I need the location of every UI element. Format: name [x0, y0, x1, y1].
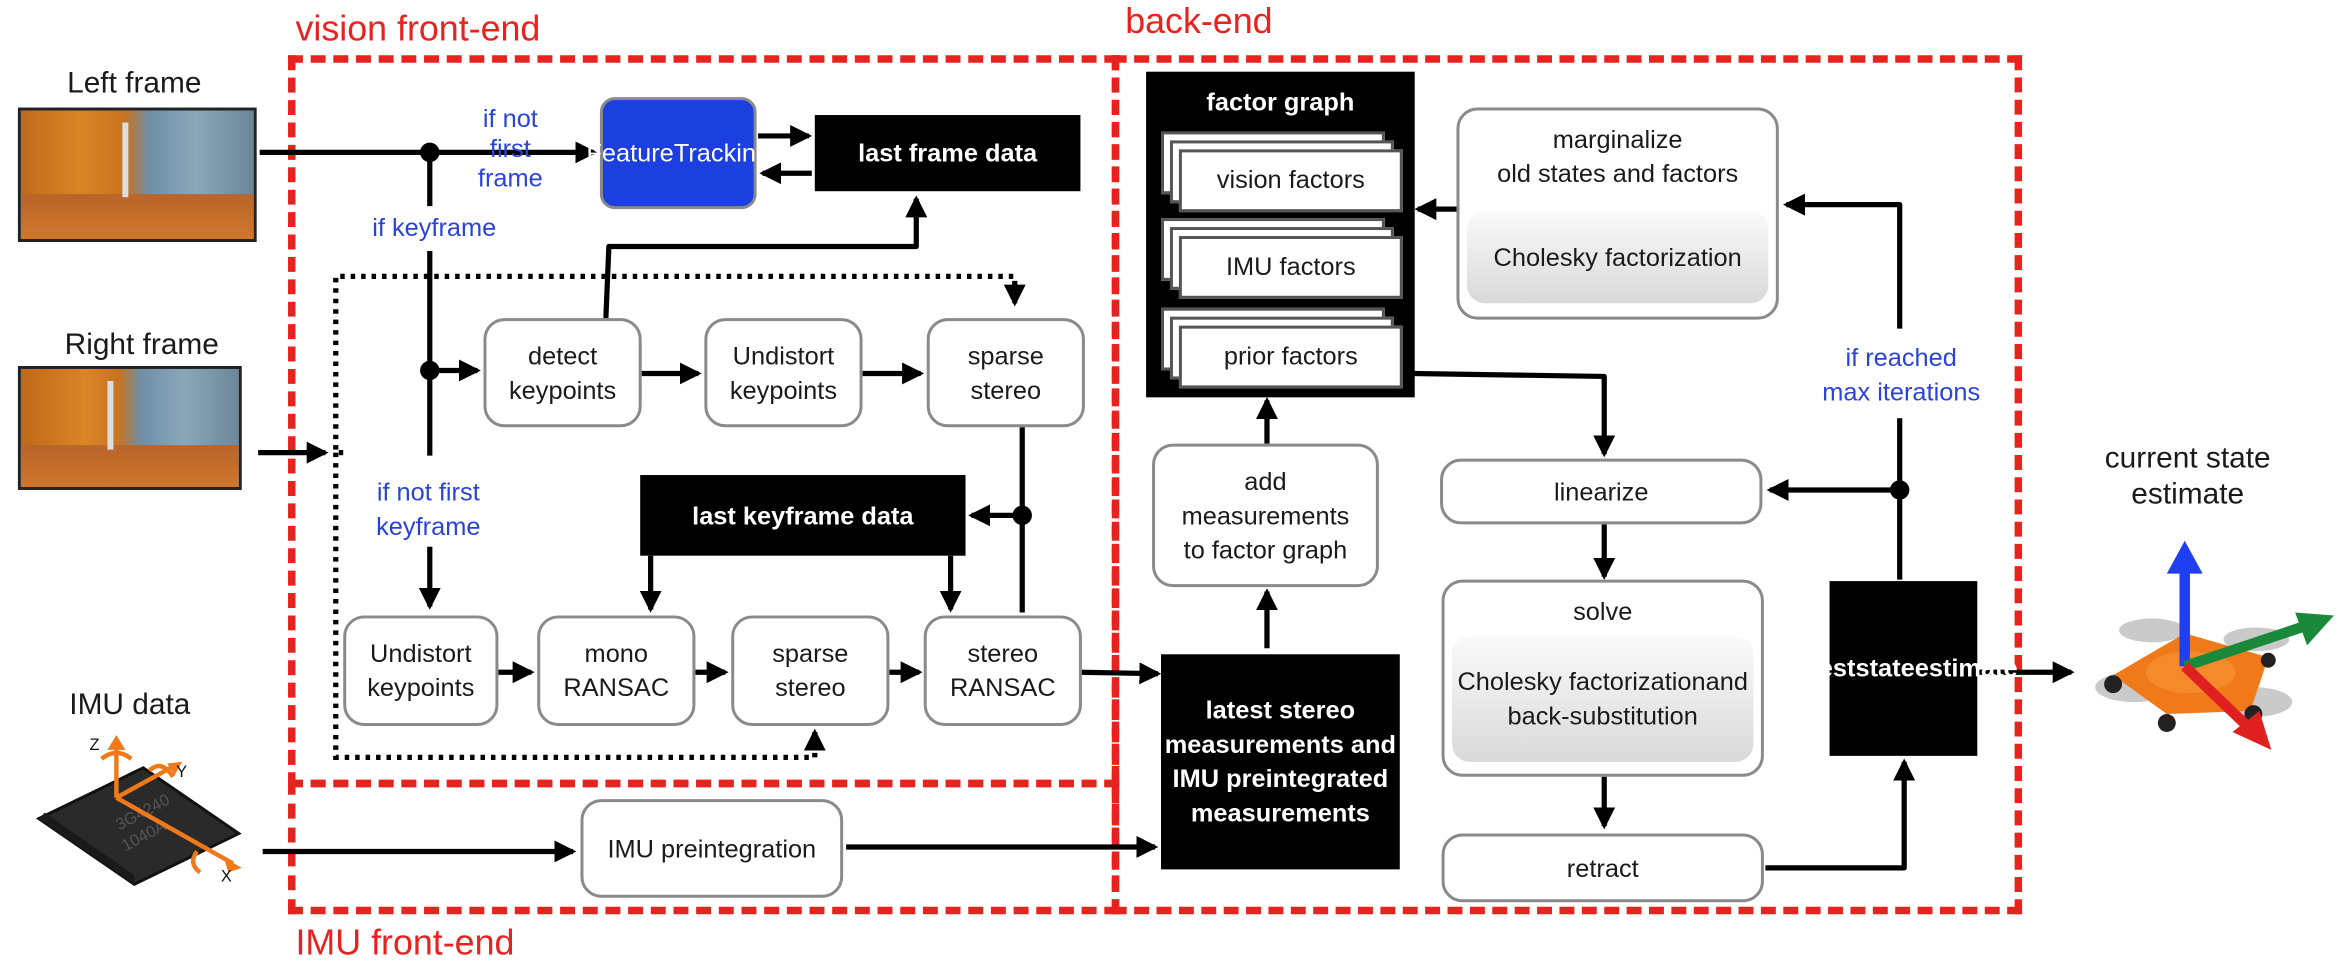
if-reached-max-iterations-label: if reached max iterations [1802, 340, 2000, 410]
retract-box: retract [1441, 833, 1764, 903]
imu-data-label: IMU data [69, 688, 191, 722]
left-frame-image [17, 107, 257, 242]
svg-text:X: X [221, 867, 232, 885]
imu-preintegration-box: IMU preintegration [580, 799, 844, 898]
linearize-box: linearize [1440, 458, 1763, 525]
if-keyframe-label: if keyframe [372, 213, 497, 242]
last-frame-data-box: last frame data [814, 115, 1081, 192]
svg-text:Z: Z [90, 736, 100, 754]
drone-with-axes-icon [2095, 540, 2334, 750]
solve-label: solve [1573, 597, 1633, 626]
if-not-first-keyframe-label: if not first keyframe [376, 478, 481, 541]
cholesky-marginalize-box: Cholesky factorization [1466, 210, 1769, 304]
current-state-estimate-label: current state estimate [2104, 442, 2271, 511]
svg-text:Y: Y [176, 763, 187, 781]
backend-label: back-end [1125, 1, 1273, 42]
right-frame-image [17, 365, 242, 490]
latest-state-estimate-box: lateststateestimate [1789, 581, 2018, 756]
prior-factors-card: prior factors [1178, 325, 1403, 389]
last-keyframe-data-box: last keyframe data [640, 475, 966, 556]
factor-graph-title: factor graph [1206, 88, 1355, 117]
cholesky-solve-box: Cholesky factorizationand back-substitut… [1452, 636, 1754, 762]
vision-factors-card: vision factors [1178, 149, 1403, 213]
backend-region [1111, 55, 2023, 915]
imu-factors-card: IMU factors [1178, 236, 1403, 299]
left-frame-label: Left frame [67, 67, 202, 101]
imu-chip-icon: 3G4240 1040A Z Y X [35, 734, 242, 887]
feature-tracking-box: FeatureTracking [586, 97, 770, 210]
right-frame-label: Right frame [64, 328, 219, 362]
imu-frontend-label: IMU front-end [295, 923, 515, 964]
if-not-first-frame-label: if not first frame [477, 104, 543, 193]
vision-frontend-label: vision front-end [295, 8, 541, 50]
latest-measurements-box: latest stereo measurements and IMU prein… [1161, 654, 1400, 870]
